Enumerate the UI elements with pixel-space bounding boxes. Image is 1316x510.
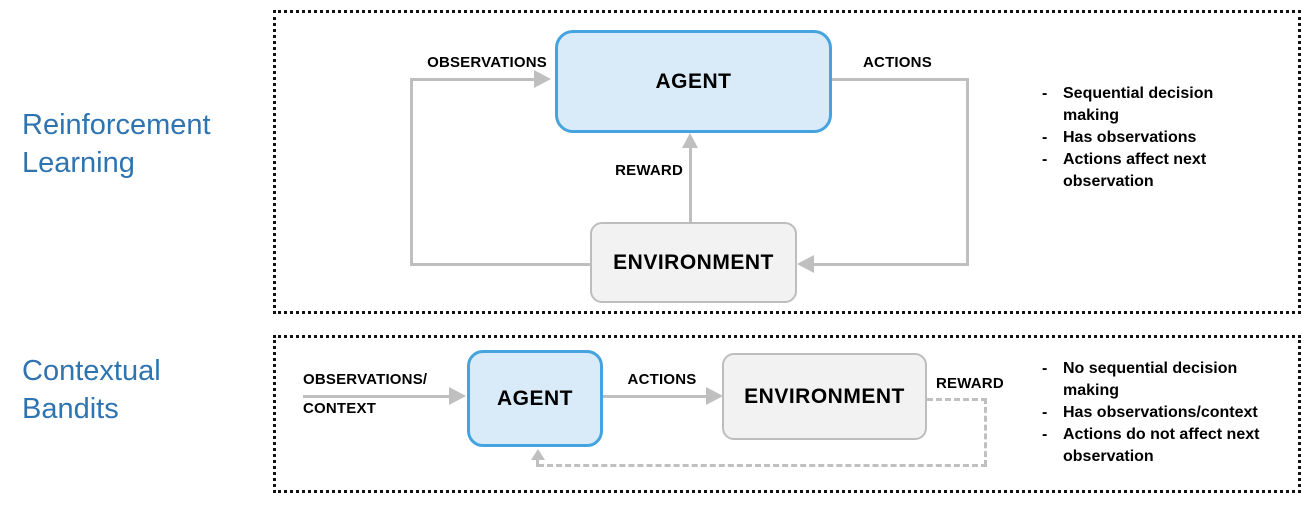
cb-bullet-item: - Has observations/context [1042, 402, 1290, 424]
rl-loop-bottom-left-line [410, 263, 592, 266]
rl-agent-node-label: AGENT [655, 69, 732, 93]
rl-section-title: Reinforcement Learning [22, 109, 211, 179]
cb-agent-node-label: AGENT [497, 386, 573, 410]
rl-loop-right-line [966, 78, 969, 266]
cb-reward-dashed-line-top [927, 398, 987, 401]
bullet-dash: - [1042, 360, 1048, 377]
cb-reward-dashed-line-right [984, 398, 987, 466]
rl-environment-node-label: ENVIRONMENT [613, 250, 774, 274]
cb-bullet-text: Actions do not affect next observation [1063, 426, 1260, 465]
rl-loop-left-line [410, 78, 413, 266]
cb-reward-label: REWARD [936, 375, 1004, 392]
bullet-dash: - [1042, 85, 1048, 102]
rl-observations-arrowhead-icon [534, 70, 551, 88]
cb-reward-dashed-line-bottom [538, 464, 987, 467]
rl-actions-arrowhead-icon [797, 255, 814, 273]
cb-observations-line [303, 395, 449, 398]
bullet-dash: - [1042, 426, 1048, 443]
cb-reward-dashed-stub [536, 458, 539, 467]
rl-bullet-item: - Has observations [1042, 127, 1260, 149]
rl-observations-label: OBSERVATIONS [427, 54, 547, 71]
rl-environment-node: ENVIRONMENT [590, 222, 797, 303]
bullet-dash: - [1042, 151, 1048, 168]
rl-reward-line [689, 147, 692, 222]
bullet-dash: - [1042, 404, 1048, 421]
rl-reward-arrowhead-icon [682, 133, 698, 148]
cb-agent-node: AGENT [467, 350, 603, 447]
cb-actions-label: ACTIONS [627, 371, 697, 388]
rl-bullet-item: - Actions affect next observation [1042, 149, 1260, 193]
rl-actions-line [832, 78, 969, 81]
cb-bullet-item: - Actions do not affect next observation [1042, 424, 1290, 468]
rl-bullet-text: Sequential decision making [1063, 85, 1214, 124]
rl-bullet-item: - Sequential decision making [1042, 83, 1260, 127]
rl-actions-label: ACTIONS [863, 54, 932, 71]
cb-bullet-text: No sequential decision making [1063, 360, 1238, 399]
cb-bullet-list: - No sequential decision making - Has ob… [1042, 358, 1290, 468]
cb-bullet-text: Has observations/context [1063, 404, 1258, 421]
bullet-dash: - [1042, 129, 1048, 146]
cb-environment-node: ENVIRONMENT [722, 353, 927, 440]
cb-observations-arrowhead-icon [449, 387, 466, 405]
cb-reward-arrowhead-icon [531, 449, 545, 460]
cb-section-title: Contextual Bandits [22, 355, 161, 425]
cb-actions-line [603, 395, 706, 398]
rl-observations-line [410, 78, 534, 81]
rl-reward-label: REWARD [615, 162, 683, 179]
rl-diagram-frame [273, 10, 1301, 314]
rl-bullet-list: - Sequential decision making - Has obser… [1042, 83, 1260, 193]
cb-bullet-item: - No sequential decision making [1042, 358, 1290, 402]
rl-agent-node: AGENT [555, 30, 832, 133]
rl-loop-bottom-right-line [813, 263, 969, 266]
rl-bullet-text: Has observations [1063, 129, 1197, 146]
cb-observations-label: OBSERVATIONS/ CONTEXT [303, 371, 428, 417]
cb-actions-arrowhead-icon [706, 387, 723, 405]
cb-environment-node-label: ENVIRONMENT [744, 384, 905, 408]
cb-diagram-frame [273, 335, 1301, 493]
rl-bullet-text: Actions affect next observation [1063, 151, 1207, 190]
